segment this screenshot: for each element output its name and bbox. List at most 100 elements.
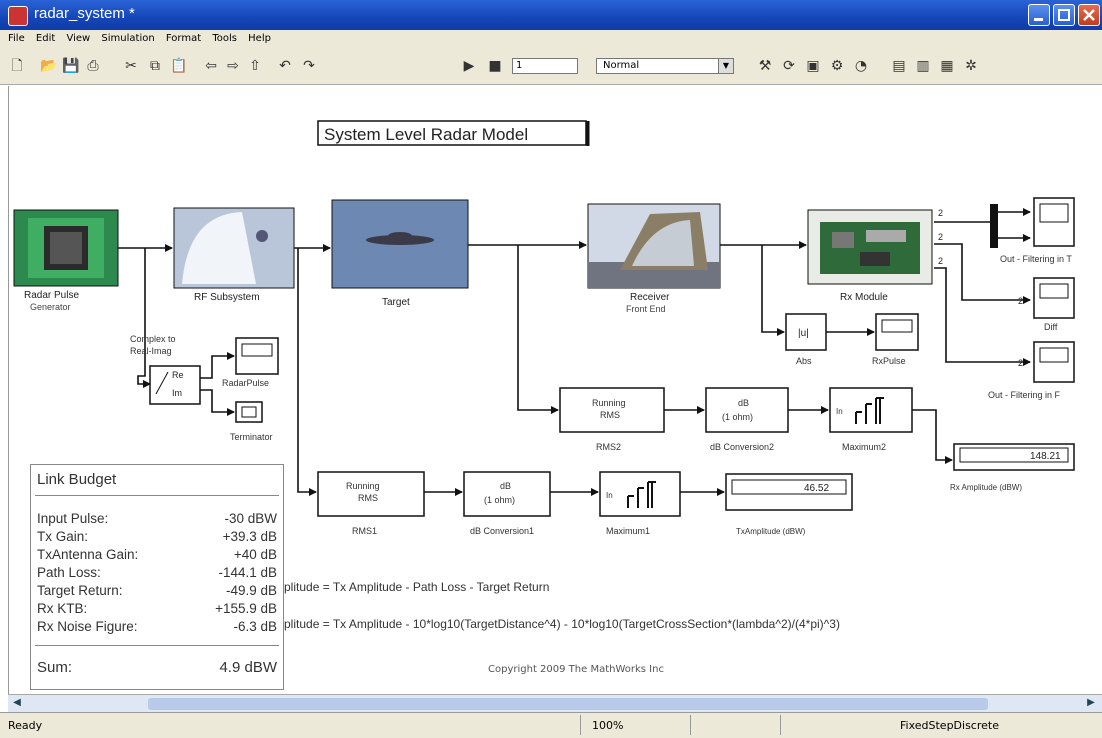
- db2-line1: dB: [738, 398, 749, 408]
- complex-to-real-imag-block[interactable]: [149, 365, 201, 405]
- debug-icon[interactable]: ⚙: [830, 58, 844, 74]
- forward-icon[interactable]: ⇨: [227, 58, 239, 74]
- stop-simulation-icon[interactable]: ■: [488, 58, 502, 74]
- scope-filtering-time-label: Out - Filtering in T: [1000, 254, 1072, 264]
- abs-block[interactable]: [785, 313, 827, 351]
- scope-diff-block[interactable]: [1033, 277, 1075, 319]
- abs-label: Abs: [796, 356, 812, 366]
- rms1-block[interactable]: [317, 471, 425, 517]
- abs-glyph: |u|: [798, 328, 809, 339]
- library-browser-icon[interactable]: ▤: [892, 58, 906, 74]
- scroll-left-icon[interactable]: ◀: [13, 697, 21, 708]
- rx-module-label: Rx Module: [840, 292, 888, 303]
- menu-tools[interactable]: Tools: [212, 33, 237, 44]
- maximum1-block[interactable]: [599, 471, 681, 517]
- rms1-line2: RMS: [358, 493, 378, 503]
- maximize-button[interactable]: [1053, 4, 1075, 26]
- link-budget-row: Rx KTB:+155.9 dB: [37, 601, 277, 616]
- divider: [35, 495, 279, 496]
- rx-amplitude-value: 148.21: [1030, 451, 1061, 462]
- open-icon[interactable]: 📂: [40, 58, 58, 74]
- rx-amplitude-display-block[interactable]: [953, 443, 1075, 471]
- menu-file[interactable]: File: [8, 33, 25, 44]
- radar-pulse-generator-block[interactable]: [13, 209, 119, 287]
- cut-icon[interactable]: ✂: [125, 58, 137, 74]
- rms2-label: RMS2: [596, 442, 621, 452]
- model-explorer-icon[interactable]: ▣: [806, 58, 820, 74]
- chevron-down-icon: ▼: [718, 59, 733, 73]
- radar-pulse-sublabel: Generator: [30, 302, 71, 312]
- link-budget-row: Input Pulse:-30 dBW: [37, 511, 277, 526]
- copy-icon[interactable]: ⧉: [150, 58, 160, 74]
- new-model-icon[interactable]: 🗋: [11, 58, 23, 74]
- undo-icon[interactable]: ↶: [279, 58, 291, 74]
- paste-icon[interactable]: 📋: [170, 58, 188, 74]
- stop-time-input[interactable]: 1: [512, 58, 578, 74]
- db-conversion2-block[interactable]: [705, 387, 789, 433]
- diagram-title: System Level Radar Model: [324, 125, 528, 144]
- menu-simulation[interactable]: Simulation: [101, 33, 155, 44]
- rms1-line1: Running: [346, 481, 380, 491]
- scope-filtering-freq-block[interactable]: [1033, 341, 1075, 383]
- port-label: 2: [938, 208, 943, 218]
- scroll-thumb[interactable]: [148, 698, 988, 710]
- rx-module-block[interactable]: [807, 209, 933, 285]
- demux-block[interactable]: [990, 204, 998, 248]
- simulation-mode-select[interactable]: Normal ▼: [596, 58, 734, 74]
- title-bar: radar_system *: [0, 0, 1102, 30]
- diagnostics-icon[interactable]: ▥: [916, 58, 930, 74]
- radar-pulse-label: Radar Pulse: [24, 290, 79, 301]
- toolbar: 🗋 📂 💾 ⎙ ✂ ⧉ 📋 ⇦ ⇨ ⇧ ↶ ↷ ▶ ■ 1 Normal ▼ ⚒…: [0, 48, 1102, 85]
- terminator-block[interactable]: [235, 401, 263, 423]
- receiver-block[interactable]: [587, 203, 721, 289]
- update-diagram-icon[interactable]: ⟳: [783, 58, 795, 74]
- status-ready: Ready: [8, 719, 43, 732]
- menu-edit[interactable]: Edit: [35, 33, 56, 44]
- link-budget-panel[interactable]: Link Budget Input Pulse:-30 dBW Tx Gain:…: [30, 464, 284, 690]
- up-icon[interactable]: ⇧: [249, 58, 261, 74]
- imag-port-label: Im: [172, 388, 182, 398]
- close-button[interactable]: [1078, 4, 1100, 26]
- menu-format[interactable]: Format: [165, 33, 202, 44]
- divider: [690, 715, 691, 735]
- max1-label: Maximum1: [606, 526, 650, 536]
- link-budget-row: TxAntenna Gain:+40 dB: [37, 547, 277, 562]
- maximum2-block[interactable]: [829, 387, 913, 433]
- horizontal-scrollbar[interactable]: ◀ ▶: [8, 694, 1102, 713]
- minimize-button[interactable]: [1028, 4, 1050, 26]
- scope-filtering-time-block[interactable]: [1033, 197, 1075, 247]
- redo-icon[interactable]: ↷: [303, 58, 315, 74]
- tx-amplitude-display-block[interactable]: [725, 473, 853, 511]
- rf-subsystem-block[interactable]: [173, 207, 295, 289]
- formula-text-2: plitude = Tx Amplitude - 10*log10(Target…: [284, 617, 840, 631]
- menu-help[interactable]: Help: [248, 33, 271, 44]
- link-budget-row: Path Loss:-144.1 dB: [37, 565, 277, 580]
- rms2-block[interactable]: [559, 387, 665, 433]
- scroll-right-icon[interactable]: ▶: [1087, 697, 1095, 708]
- target-block[interactable]: [331, 199, 469, 289]
- save-icon[interactable]: 💾: [62, 58, 80, 74]
- start-simulation-icon[interactable]: ▶: [463, 58, 475, 74]
- rx-pulse-scope-block[interactable]: [875, 313, 919, 351]
- max2-label: Maximum2: [842, 442, 886, 452]
- db-conversion1-block[interactable]: [463, 471, 551, 517]
- complex-label-1: Complex to: [130, 334, 176, 344]
- rx-amplitude-label: Rx Amplitude (dBW): [950, 483, 1022, 492]
- port-label: 2: [1018, 296, 1023, 306]
- explorer-icon[interactable]: ▦: [940, 58, 954, 74]
- build-icon[interactable]: ⚒: [758, 58, 772, 74]
- print-icon[interactable]: ⎙: [87, 58, 99, 74]
- settings-icon[interactable]: ✲: [965, 58, 977, 74]
- window-title: radar_system *: [34, 5, 135, 22]
- menu-view[interactable]: View: [66, 33, 91, 44]
- diagram-title-box: [317, 120, 587, 146]
- radar-pulse-scope-block[interactable]: [235, 337, 279, 375]
- receiver-label: Receiver: [630, 292, 670, 303]
- link-budget-sum: Sum:4.9 dBW: [37, 659, 277, 676]
- profiler-icon[interactable]: ◔: [854, 58, 868, 74]
- tx-amplitude-label: TxAmplitude (dBW): [736, 527, 806, 536]
- db2-line2: (1 ohm): [722, 412, 753, 422]
- rx-pulse-scope-label: RxPulse: [872, 356, 906, 366]
- back-icon[interactable]: ⇦: [205, 58, 217, 74]
- db1-line2: (1 ohm): [484, 495, 515, 505]
